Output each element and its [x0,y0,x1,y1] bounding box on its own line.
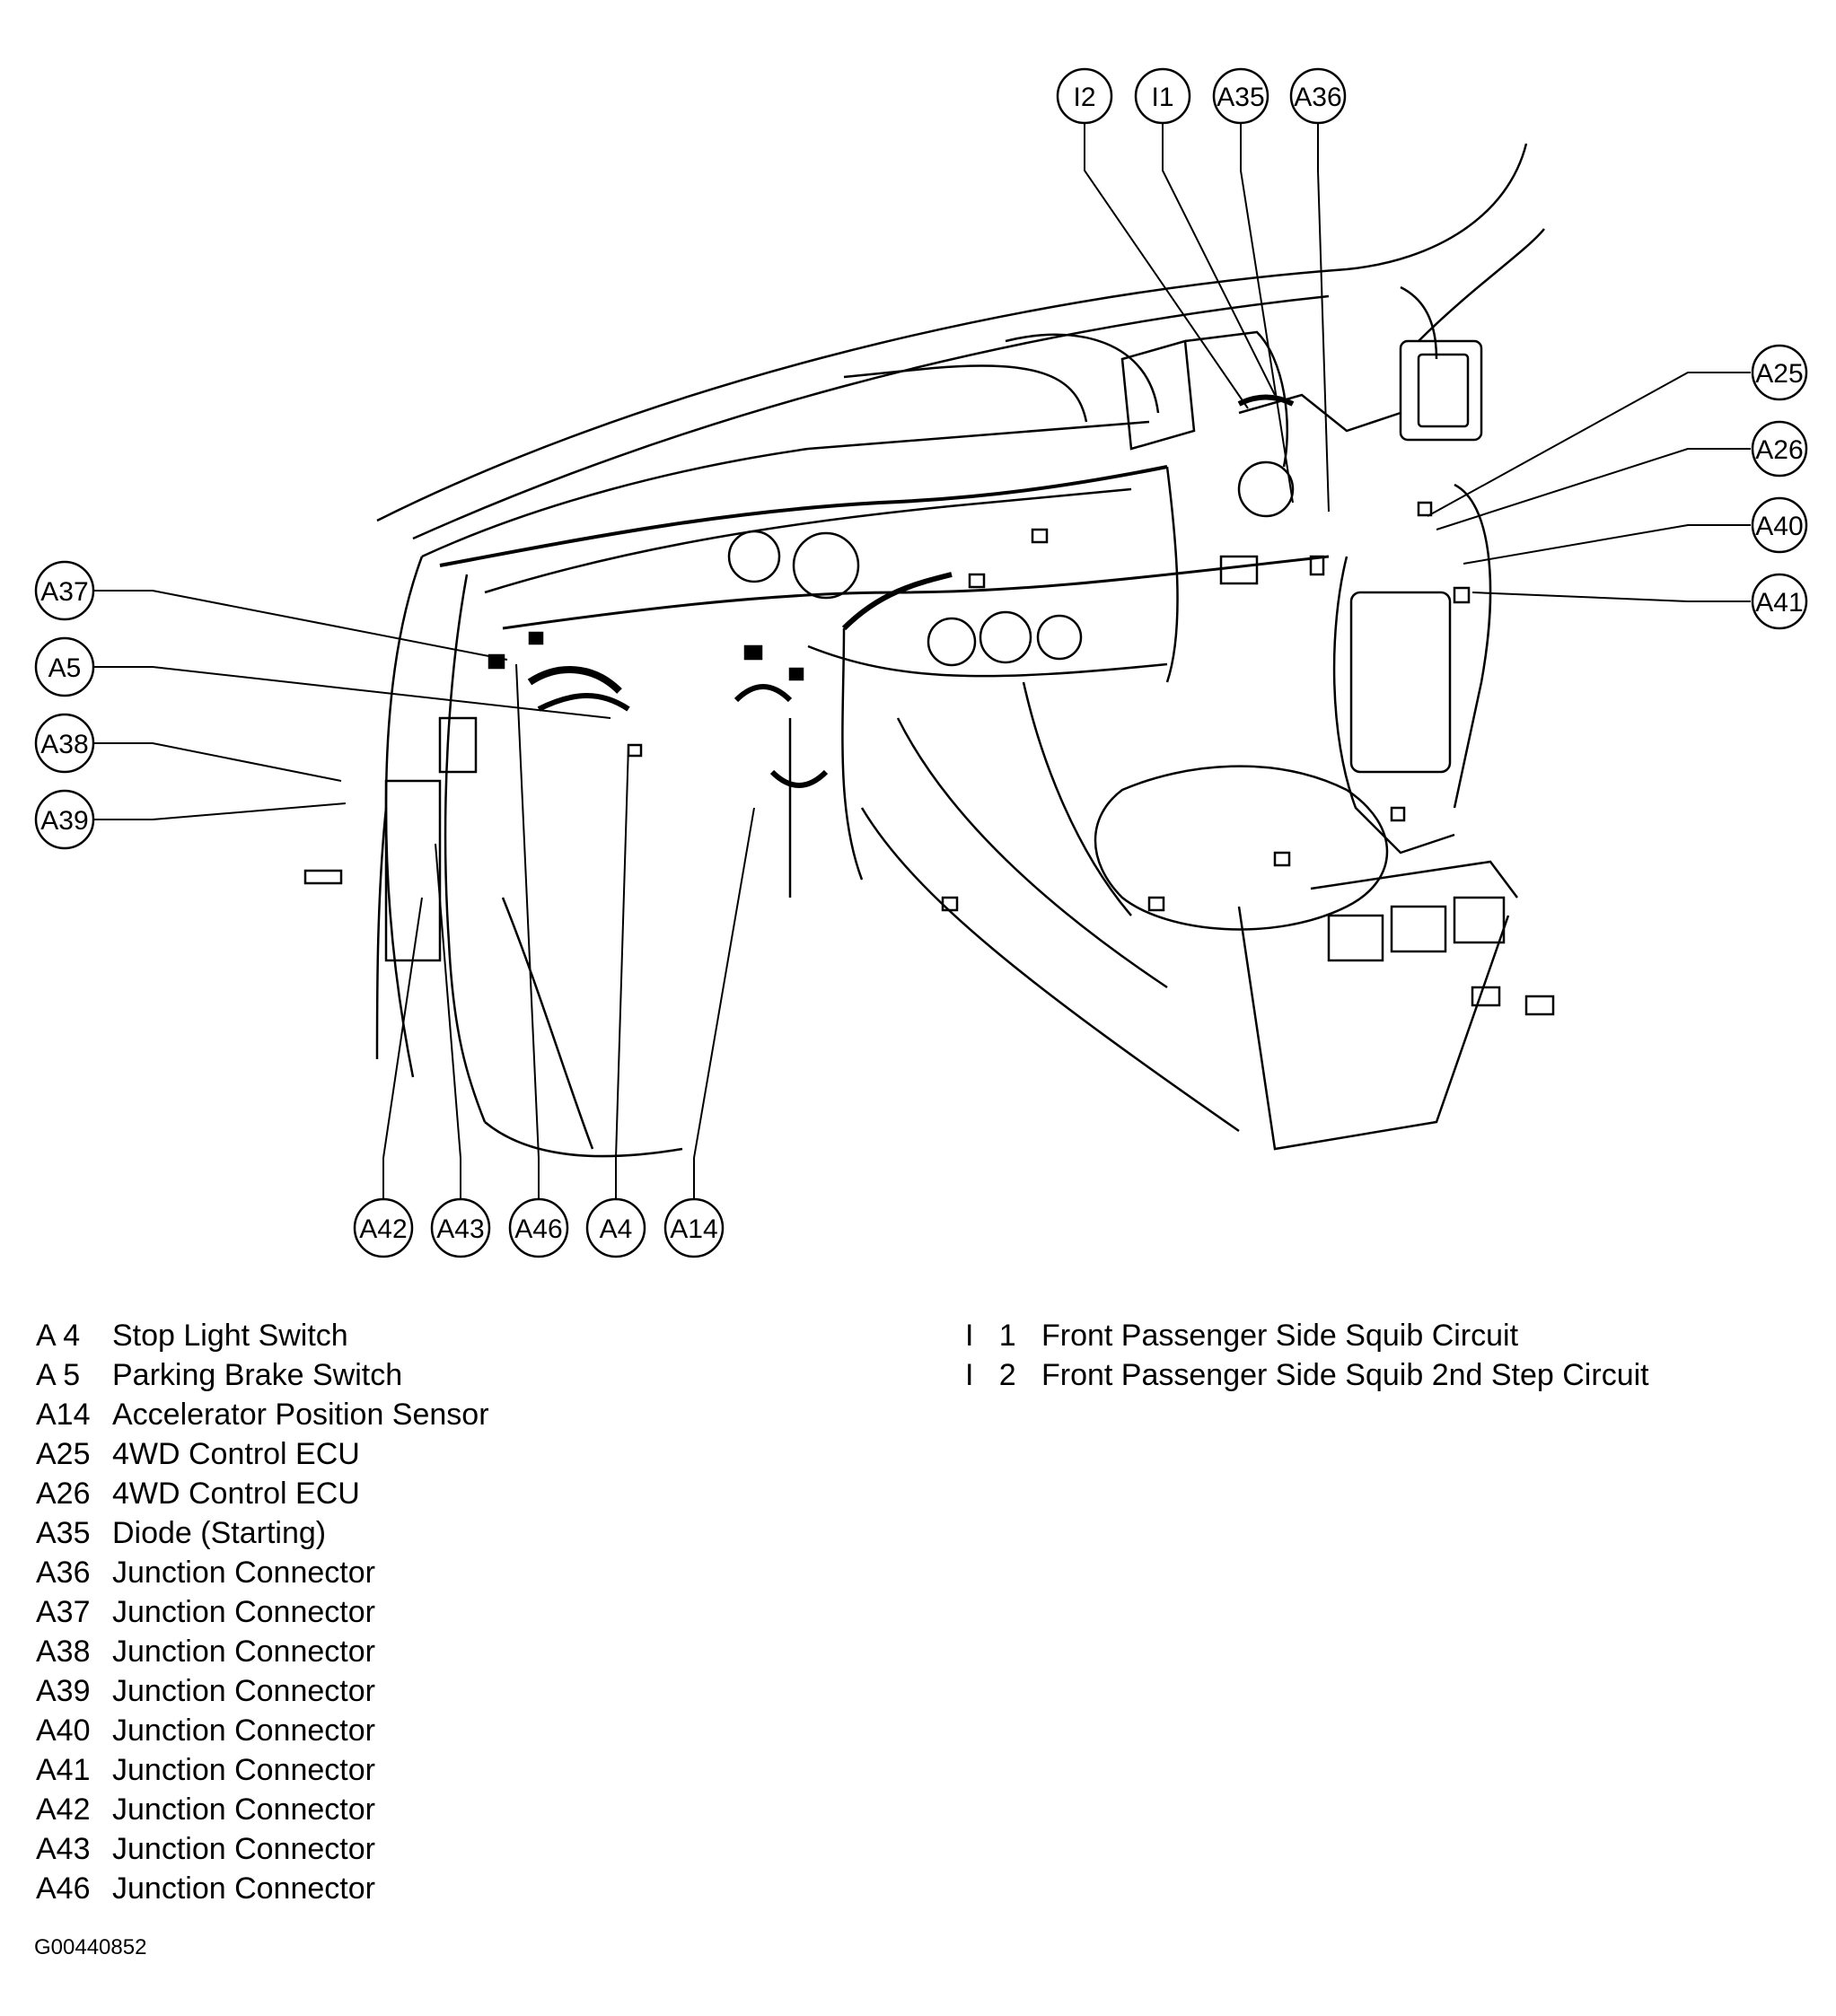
legend-row: A39 Junction Connector [36,1671,489,1711]
callout-label: A42 [359,1214,407,1244]
callout-A36: A36 [1289,67,1347,125]
callout-label: A41 [1755,588,1803,618]
legend-description: Front Passenger Side Squib Circuit [1041,1319,1519,1353]
legend-description: Junction Connector [112,1595,375,1629]
legend-code: A36 [36,1556,91,1590]
callout-label: A40 [1755,512,1803,541]
callout-A35: A35 [1212,67,1269,125]
callout-label: A25 [1755,359,1803,389]
legend-code: A 4 [36,1319,81,1353]
callout-A25: A25 [1751,344,1808,401]
legend-description: Junction Connector [112,1635,375,1669]
callout-label: A37 [40,577,88,607]
legend-row: A42 Junction Connector [36,1790,489,1829]
legend-code: A14 [36,1398,91,1432]
legend-code: A37 [36,1595,91,1629]
legend-row: A14 Accelerator Position Sensor [36,1395,489,1434]
callout-label: A36 [1294,83,1341,112]
callout-label: A26 [1755,435,1803,465]
callout-A37: A37 [34,560,95,621]
dashboard-illustration [303,143,1555,1158]
legend-description: Junction Connector [112,1714,375,1748]
callouts: I2 I1 A35 A36 A25 A26 A40 A41 A37 A5 A38… [34,67,1808,1258]
callout-label: A43 [436,1214,484,1244]
legend-description: Stop Light Switch [112,1319,348,1353]
legend-right: I 1 Front Passenger Side Squib Circuit I … [965,1316,1649,1395]
legend-row: A25 4WD Control ECU [36,1434,489,1474]
callout-A40: A40 [1751,496,1808,554]
callout-A38: A38 [34,713,95,774]
legend-code: A42 [36,1792,91,1827]
callout-A26: A26 [1751,420,1808,478]
legend-description: Junction Connector [112,1832,375,1866]
callout-label: A14 [670,1214,717,1244]
legend-row: A46 Junction Connector [36,1869,489,1908]
figure-id: G00440852 [34,1935,147,1959]
legend-description: Parking Brake Switch [112,1358,403,1392]
leader-lines [94,123,1751,1198]
legend-code: A40 [36,1714,91,1748]
legend-code: A26 [36,1477,91,1511]
legend-code: A 5 [36,1358,81,1392]
wiring-diagram: I2 I1 A35 A36 A25 A26 A40 A41 A37 A5 A38… [34,67,1808,1258]
legend-code: A39 [36,1674,91,1708]
legend-code: A38 [36,1635,91,1669]
callout-I2: I2 [1056,67,1113,125]
callout-label: A38 [40,730,88,759]
callout-label: I1 [1151,83,1173,112]
callout-label: I2 [1073,83,1095,112]
legend-row: I 2 Front Passenger Side Squib 2nd Step C… [965,1355,1649,1395]
legend-description: Diode (Starting) [112,1516,327,1550]
legend-code: A41 [36,1753,91,1787]
legend-description: Junction Connector [112,1871,375,1906]
legend-code: A43 [36,1832,91,1866]
legend-row: I 1 Front Passenger Side Squib Circuit [965,1316,1649,1355]
legend-row: A 5 Parking Brake Switch [36,1355,489,1395]
callout-A39: A39 [34,789,95,850]
callout-A43: A43 [430,1197,491,1258]
legend-code: A46 [36,1871,91,1906]
legend-row: A35 Diode (Starting) [36,1513,489,1553]
callout-A14: A14 [663,1197,725,1258]
legend-description: Accelerator Position Sensor [112,1398,489,1432]
callout-label: A46 [514,1214,562,1244]
legend-description: Front Passenger Side Squib 2nd Step Circ… [1041,1358,1649,1392]
callout-A42: A42 [353,1197,414,1258]
callout-A5: A5 [34,636,95,697]
legend-left: A 4 Stop Light Switch A 5 Parking Brake Sw… [36,1316,489,1908]
callout-label: A35 [1217,83,1264,112]
callout-A41: A41 [1751,573,1808,630]
callout-label: A5 [48,653,82,683]
callout-label: A4 [600,1214,633,1244]
legend-row: A37 Junction Connector [36,1592,489,1632]
callout-A46: A46 [508,1197,569,1258]
legend-description: 4WD Control ECU [112,1437,360,1471]
legend-description: Junction Connector [112,1556,375,1590]
legend-description: Junction Connector [112,1674,375,1708]
legend-description: Junction Connector [112,1753,375,1787]
legend-code: A35 [36,1516,91,1550]
callout-A4: A4 [585,1197,646,1258]
legend-row: A26 4WD Control ECU [36,1474,489,1513]
legend-row: A 4 Stop Light Switch [36,1316,489,1355]
legend-row: A36 Junction Connector [36,1553,489,1592]
legend-code: I 1 [965,1319,1016,1353]
legend-row: A41 Junction Connector [36,1750,489,1790]
legend-row: A40 Junction Connector [36,1711,489,1750]
legend-code: A25 [36,1437,91,1471]
callout-I1: I1 [1134,67,1191,125]
legend-description: Junction Connector [112,1792,375,1827]
legend-code: I 2 [965,1358,1016,1392]
legend-row: A43 Junction Connector [36,1829,489,1869]
legend-description: 4WD Control ECU [112,1477,360,1511]
callout-label: A39 [40,806,88,836]
legend-row: A38 Junction Connector [36,1632,489,1671]
